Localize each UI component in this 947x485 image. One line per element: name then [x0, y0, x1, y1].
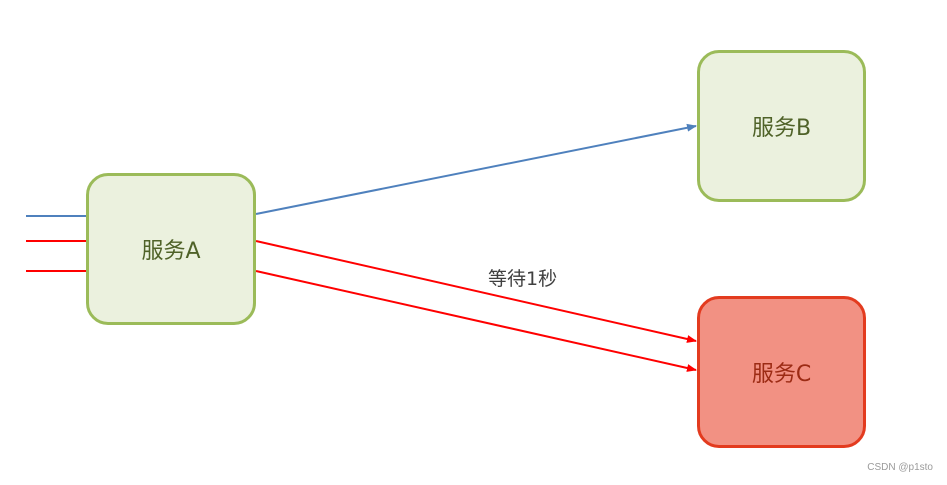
service-c-label: 服务C [751, 362, 812, 387]
a-to-b-arrow [255, 123, 697, 215]
a-to-c-arrow-1 [255, 240, 697, 343]
service-c-node: 服务C [697, 296, 866, 448]
wait-one-second-label: 等待1秒 [488, 268, 558, 290]
service-a-node: 服务A [86, 173, 256, 325]
service-a-label: 服务A [141, 239, 201, 264]
watermark: CSDN @p1sto [867, 462, 933, 473]
service-b-label: 服务B [751, 116, 812, 141]
service-b-node: 服务B [697, 50, 866, 202]
a-to-c-arrow-2 [255, 270, 697, 372]
